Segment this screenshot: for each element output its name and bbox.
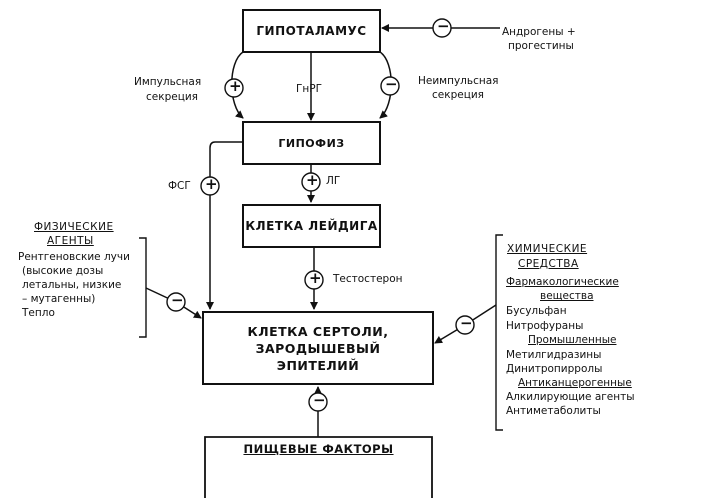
lh-sign: + [306, 171, 319, 189]
leydig-text: КЛЕТКА ЛЕЙДИГА [245, 219, 378, 233]
physical-title-line2: АГЕНТЫ [47, 235, 94, 247]
sertoli-text-line2: ЗАРОДЫШЕВЫЙ [255, 340, 381, 356]
chemical-industrial-item-2: Динитропирролы [506, 363, 603, 375]
pulsatile-label-line2: секреция [146, 91, 198, 103]
chemical-title-line1: ХИМИЧЕСКИЕ [507, 243, 588, 255]
pulsatile-label-line1: Импульсная [134, 76, 202, 88]
food-label: ПИЩЕВЫЕ ФАКТОРЫ [205, 438, 432, 460]
nonpulsatile-label-line1: Неимпульсная [418, 75, 499, 87]
chemical-pharma-item-1: Бусульфан [506, 305, 567, 317]
physical-sign: − [171, 291, 184, 309]
hypothalamus-text: ГИПОТАЛАМУС [256, 24, 367, 38]
fsh-plus-circle [200, 176, 220, 196]
androgens-minus-circle [432, 18, 452, 38]
pulsatile-plus-circle [224, 78, 244, 98]
lh-plus-circle [301, 172, 321, 192]
chemical-industrial-item-1: Метилгидразины [506, 349, 602, 361]
leydig-label: КЛЕТКА ЛЕЙДИГА [243, 205, 380, 247]
pituitary-text: ГИПОФИЗ [278, 136, 345, 150]
food-text: ПИЩЕВЫЕ ФАКТОРЫ [243, 442, 394, 456]
sertoli-label: КЛЕТКА СЕРТОЛИ, ЗАРОДЫШЕВЫЙ ЭПИТЕЛИЙ [203, 312, 433, 384]
nonpulsatile-minus-circle [380, 76, 400, 96]
pituitary-label: ГИПОФИЗ [243, 122, 380, 164]
fsh-sign: + [205, 175, 218, 193]
leydig-box [242, 204, 381, 248]
physical-title-line1: ФИЗИЧЕСКИЕ [34, 221, 114, 233]
lh-label: ЛГ [326, 175, 341, 187]
physical-item-3: летальны, низкие [22, 279, 122, 291]
physical-item-2: (высокие дозы [22, 265, 104, 277]
food-minus-circle [308, 392, 328, 412]
sertoli-box [202, 311, 434, 385]
androgens-sign: − [437, 17, 450, 35]
gnrh-label: ГнРГ [296, 83, 323, 95]
nonpulsatile-label-line2: секреция [432, 89, 484, 101]
nonpulsatile-sign: − [385, 75, 398, 93]
chemical-industrial: Промышленные [528, 334, 617, 346]
chemical-anticancer: Антиканцерогенные [518, 377, 632, 389]
androgens-label-line2: прогестины [508, 40, 574, 52]
chemical-bracket [495, 234, 503, 431]
physical-minus-circle [166, 292, 186, 312]
chemical-pharma-item-2: Нитрофураны [506, 320, 584, 332]
physical-item-4: – мутагенны) [22, 293, 96, 305]
fsh-label: ФСГ [168, 180, 191, 192]
physical-item-5: Тепло [22, 307, 55, 319]
sertoli-text-line3: ЭПИТЕЛИЙ [276, 357, 360, 373]
pituitary-box [242, 121, 381, 165]
testosterone-label: Тестостерон [333, 273, 403, 285]
chemical-pharma-line2: вещества [540, 290, 594, 302]
testosterone-plus-circle [304, 270, 324, 290]
physical-bracket [139, 237, 147, 338]
hypothalamus-box [242, 9, 381, 53]
fsh-arrow [206, 141, 243, 310]
chemical-sign: − [460, 314, 473, 332]
chemical-anticancer-item-2: Антиметаболиты [506, 405, 601, 417]
chemical-title-line2: СРЕДСТВА [518, 258, 579, 270]
hypothalamus-label: ГИПОТАЛАМУС [243, 10, 380, 52]
chemical-pharma-line1: Фармакологические [506, 276, 619, 288]
chemical-minus-circle [455, 315, 475, 335]
food-sign: − [313, 391, 326, 409]
sertoli-text-line1: КЛЕТКА СЕРТОЛИ, [247, 323, 389, 339]
pulsatile-sign: + [229, 77, 242, 95]
androgens-label-line1: Андрогены + [502, 26, 576, 38]
physical-item-1: Рентгеновские лучи [18, 251, 130, 263]
chemical-anticancer-item-1: Алкилирующие агенты [506, 391, 635, 403]
testosterone-sign: + [309, 269, 322, 287]
